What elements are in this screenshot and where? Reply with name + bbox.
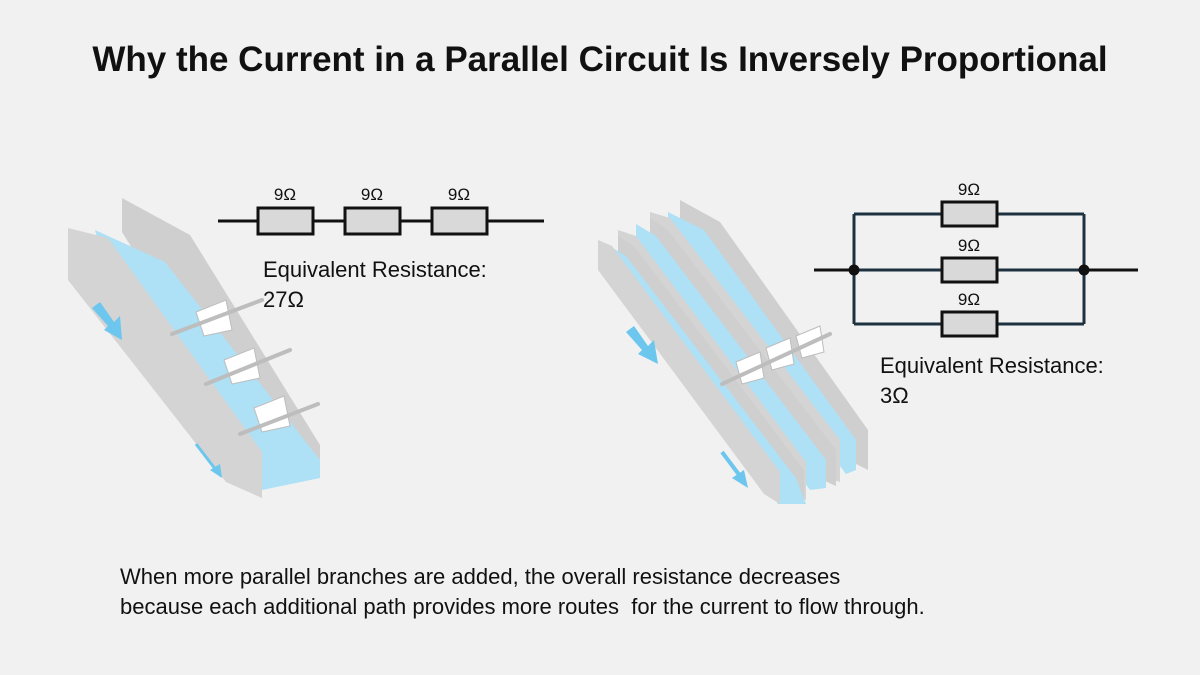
- parallel-junction-right: [1078, 264, 1090, 276]
- single-channel-illustration: [68, 198, 320, 498]
- parallel-resistor-1: [940, 200, 999, 228]
- flow-arrow-icon: [92, 302, 122, 340]
- series-resistor-3: [430, 206, 489, 236]
- triple-channel-illustration: [598, 200, 868, 504]
- series-resistor-2: [343, 206, 402, 236]
- parallel-junction-left: [848, 264, 860, 276]
- flow-arrow-icon: [720, 450, 748, 488]
- series-resistor-2-label: 9Ω: [361, 185, 383, 204]
- caption-line-1: When more parallel branches are added, t…: [120, 564, 841, 589]
- parallel-resistor-3-label: 9Ω: [958, 290, 980, 309]
- explanation-caption: When more parallel branches are added, t…: [120, 562, 1120, 622]
- channel-gate-rods: [170, 298, 320, 436]
- channel-1: [598, 236, 806, 504]
- parallel-resistor-2-label: 9Ω: [958, 236, 980, 255]
- page-title: Why the Current in a Parallel Circuit Is…: [92, 40, 1108, 79]
- series-equivalent-resistance: Equivalent Resistance: 27Ω: [263, 255, 487, 315]
- series-resistor-1-label: 9Ω: [274, 185, 296, 204]
- flow-arrow-icon: [194, 443, 222, 478]
- triple-channel-gate-rods: [720, 332, 832, 386]
- series-resistor-3-label: 9Ω: [448, 185, 470, 204]
- flow-arrow-icon: [626, 326, 658, 364]
- series-equivalent-value: 27Ω: [263, 287, 304, 312]
- parallel-resistor-3: [940, 310, 999, 338]
- parallel-resistor-1-label: 9Ω: [958, 180, 980, 199]
- caption-line-2: because each additional path provides mo…: [120, 594, 925, 619]
- parallel-circuit: 9Ω 9Ω 9Ω: [814, 180, 1138, 338]
- channel-front-wall: [68, 228, 262, 498]
- parallel-equivalent-label: Equivalent Resistance:: [880, 353, 1104, 378]
- series-circuit: 9Ω 9Ω 9Ω: [218, 185, 544, 236]
- series-equivalent-label: Equivalent Resistance:: [263, 257, 487, 282]
- parallel-equivalent-value: 3Ω: [880, 383, 909, 408]
- parallel-resistor-2: [940, 256, 999, 284]
- series-resistor-1: [256, 206, 315, 236]
- parallel-equivalent-resistance: Equivalent Resistance: 3Ω: [880, 351, 1104, 411]
